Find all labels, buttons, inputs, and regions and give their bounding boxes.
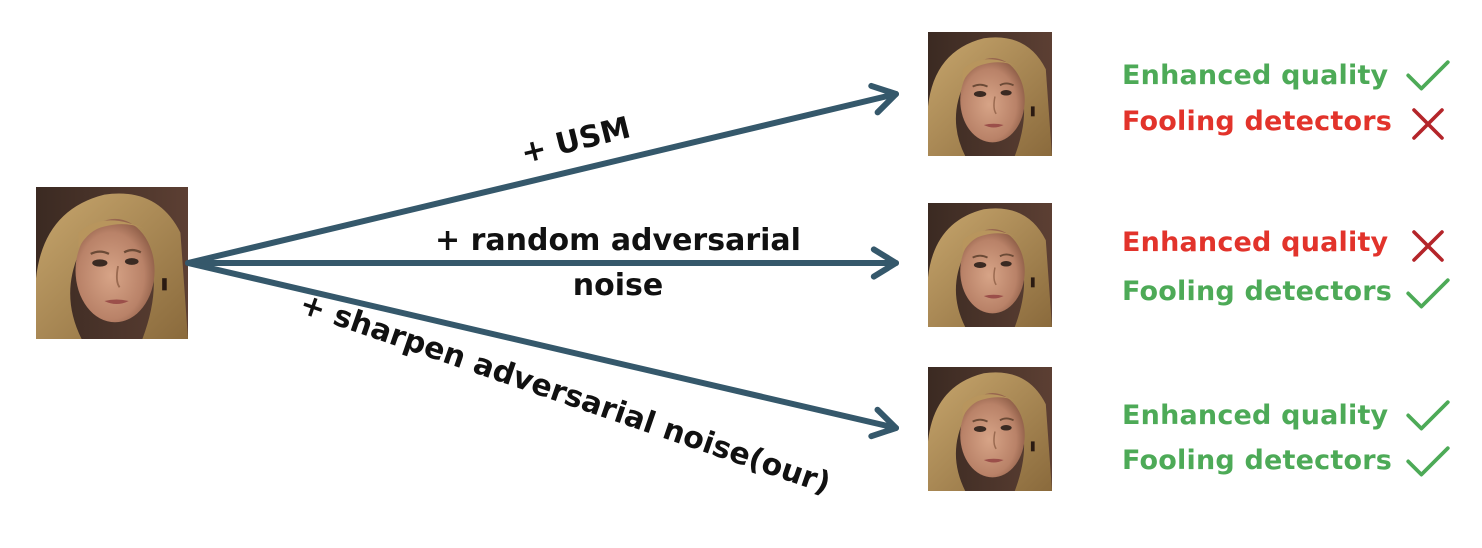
arrow-sharpen	[185, 260, 899, 431]
result-usm-fooling: Fooling detectors	[1122, 106, 1393, 137]
source-face-image	[36, 186, 188, 340]
result-sharpen-fooling: Fooling detectors	[1122, 445, 1393, 476]
sharpen-fooling-check-icon	[1406, 446, 1450, 477]
random-quality-cross-icon	[1412, 230, 1444, 262]
arrow-sharpen-head	[868, 406, 899, 440]
arrow-usm-head	[868, 82, 899, 116]
method-label-random-line1: + random adversarial	[435, 223, 801, 258]
arrows	[185, 82, 899, 440]
sharpen-quality-check-icon	[1406, 400, 1450, 431]
result-random-quality: Enhanced quality	[1122, 227, 1389, 258]
result-sharpen-quality: Enhanced quality	[1122, 400, 1389, 431]
status-icons	[1406, 60, 1450, 477]
random-fooling-check-icon	[1406, 278, 1450, 309]
output-face-sharpen	[928, 366, 1052, 492]
method-label-random-line2: noise	[573, 268, 663, 303]
output-face-random	[928, 202, 1052, 328]
output-face-usm	[928, 31, 1052, 157]
usm-fooling-cross-icon	[1412, 108, 1444, 140]
arrow-random-head	[870, 246, 899, 280]
usm-quality-check-icon	[1406, 60, 1450, 91]
arrow-usm	[185, 91, 899, 266]
result-random-fooling: Fooling detectors	[1122, 276, 1393, 307]
result-usm-quality: Enhanced quality	[1122, 60, 1389, 91]
